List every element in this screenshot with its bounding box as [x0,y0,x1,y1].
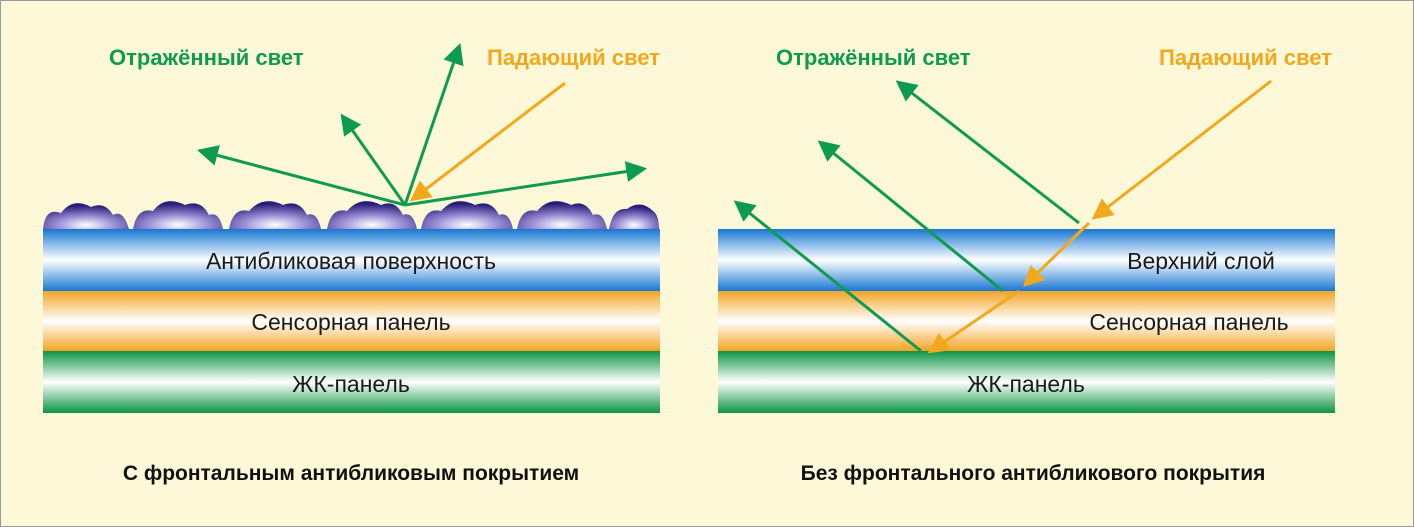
right-layer-bottom-label: ЖК-панель [967,371,1085,397]
anti-glare-bumps [43,201,659,229]
left-incident-ray-arrow [409,81,566,202]
left-diagram: Антибликовая поверхность Сенсорная панел… [43,43,660,485]
right-incident-ray-arrow [927,289,1020,354]
right-reflected-ray-arrow [733,200,922,353]
left-incident-light-label: Падающий свет [487,45,660,70]
right-layer-top-label: Верхний слой [1127,248,1275,274]
left-layer-bottom-label: ЖК-панель [292,371,410,397]
right-caption: Без фронтального антибликового покрытия [801,462,1266,485]
left-reflected-ray-arrow [196,145,406,207]
left-reflected-light-label: Отражённый свет [109,45,304,70]
left-reflected-ray-arrow [404,161,648,207]
left-reflected-ray-arrow [403,43,464,206]
left-reflected-ray-arrow [340,113,407,206]
left-layer-mid-label: Сенсорная панель [251,309,450,335]
right-diagram: Верхний слой Сенсорная панель ЖК-панель … [718,45,1335,485]
left-layer-top-label: Антибликовая поверхность [206,248,496,274]
right-lcd-layer [718,351,1335,413]
right-incident-ray-arrow [1091,79,1272,220]
left-anti-glare-layer [43,229,660,291]
right-incident-ray-arrow [1022,221,1091,287]
right-incident-light-label: Падающий свет [1159,45,1332,70]
right-reflected-light-label: Отражённый свет [776,45,971,70]
right-layer-mid-label: Сенсорная панель [1089,309,1288,335]
left-caption: С фронтальным антибликовым покрытием [123,462,579,485]
left-touch-panel-layer [43,291,660,351]
right-reflected-ray-arrow [895,80,1080,225]
right-touch-panel-layer [718,291,1335,351]
left-lcd-layer [43,351,660,413]
right-reflected-ray-arrow [817,140,1004,293]
